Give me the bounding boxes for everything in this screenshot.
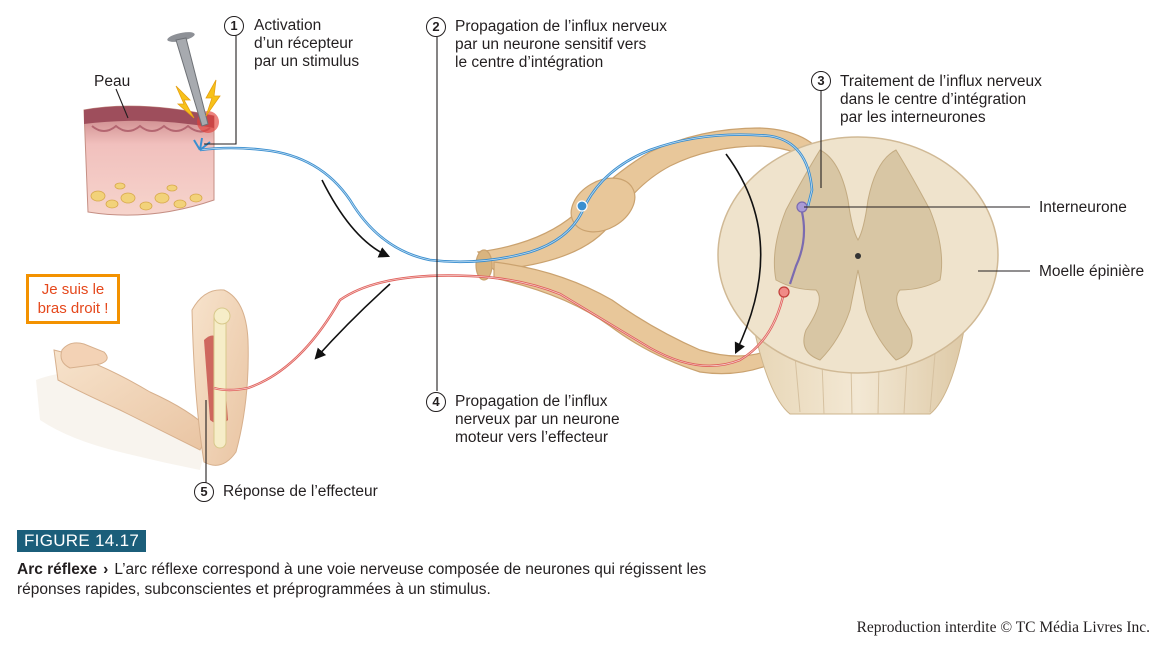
motor-neuron	[213, 274, 786, 392]
figure-caption: Arc réflexe ›L’arc réflexe correspond à u…	[17, 560, 717, 600]
step-2-label: Propagation de l’influx nerveux par un n…	[455, 18, 667, 71]
step-5-label: Réponse de l’effecteur	[223, 483, 378, 500]
caption-title: Arc réflexe	[17, 561, 98, 578]
sensory-receptor-endings	[193, 137, 211, 151]
copyright-credit: Reproduction interdite © TC Média Livres…	[856, 619, 1150, 636]
step-2-number: 2	[426, 17, 446, 37]
right-arm-callout: Je suis le bras droit !	[26, 274, 120, 324]
figure-tag: FIGURE 14.17	[17, 530, 147, 552]
interneuron-label: Interneurone	[1039, 199, 1127, 216]
spinal-cord	[717, 136, 999, 415]
sensory-cell-body	[576, 200, 588, 212]
caption-separator: ›	[103, 561, 109, 578]
flow-arrows	[314, 153, 762, 360]
step-1-label: Activation d’un récepteur par un stimulu…	[254, 17, 360, 70]
step-4-number: 4	[426, 392, 446, 412]
step-4-label: Propagation de l’influx nerveux par un n…	[455, 393, 620, 446]
leader-lines	[115, 33, 1030, 484]
interneuron	[788, 211, 806, 285]
motor-cell-body	[778, 286, 790, 298]
nail-stimulus	[167, 32, 209, 127]
step-1-number: 1	[224, 16, 244, 36]
spinal-cord-label: Moelle épinière	[1039, 263, 1145, 280]
step-3-number: 3	[811, 71, 831, 91]
step-5-number: 5	[194, 482, 214, 502]
caption-text: L’arc réflexe correspond à une voie nerv…	[17, 561, 707, 598]
step-3-label: Traitement de l’influx nerveux dans le c…	[840, 73, 1042, 126]
skin-block	[83, 105, 219, 216]
lightning-icon	[175, 79, 221, 119]
skin-label: Peau	[94, 73, 131, 90]
